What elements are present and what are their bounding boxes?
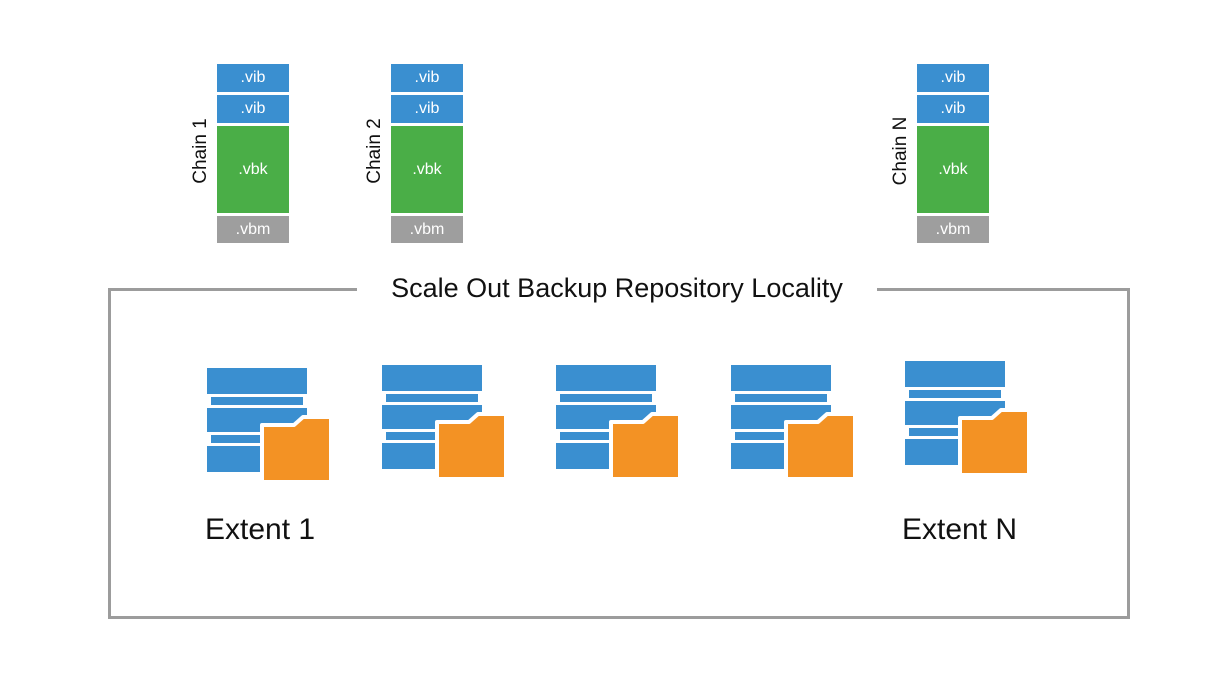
- vbk-file-block: .vbk: [917, 126, 989, 213]
- chain-label: Chain N: [890, 116, 911, 186]
- extent-label-first: Extent 1: [205, 513, 316, 546]
- chain-label: Chain 1: [190, 118, 211, 184]
- vib-file-block: .vib: [917, 95, 989, 123]
- vib-file-block: .vib: [391, 64, 463, 92]
- vbm-file-block: .vbm: [917, 216, 989, 243]
- vbm-file-block: .vbm: [391, 216, 463, 243]
- server-folder-icon: [731, 365, 855, 483]
- vib-file-block: .vib: [217, 64, 289, 92]
- server-folder-icon: [905, 361, 1029, 479]
- repository-title: Scale Out Backup Repository Locality: [357, 270, 877, 306]
- vib-file-block: .vib: [391, 95, 463, 123]
- extent-label-last: Extent N: [902, 513, 1018, 546]
- vib-file-block: .vib: [217, 95, 289, 123]
- chain-label: Chain 2: [364, 118, 385, 184]
- vbk-file-block: .vbk: [391, 126, 463, 213]
- server-folder-icon: [556, 365, 680, 483]
- server-folder-icon: [207, 368, 331, 486]
- vbm-file-block: .vbm: [217, 216, 289, 243]
- vib-file-block: .vib: [917, 64, 989, 92]
- server-folder-icon: [382, 365, 506, 483]
- vbk-file-block: .vbk: [217, 126, 289, 213]
